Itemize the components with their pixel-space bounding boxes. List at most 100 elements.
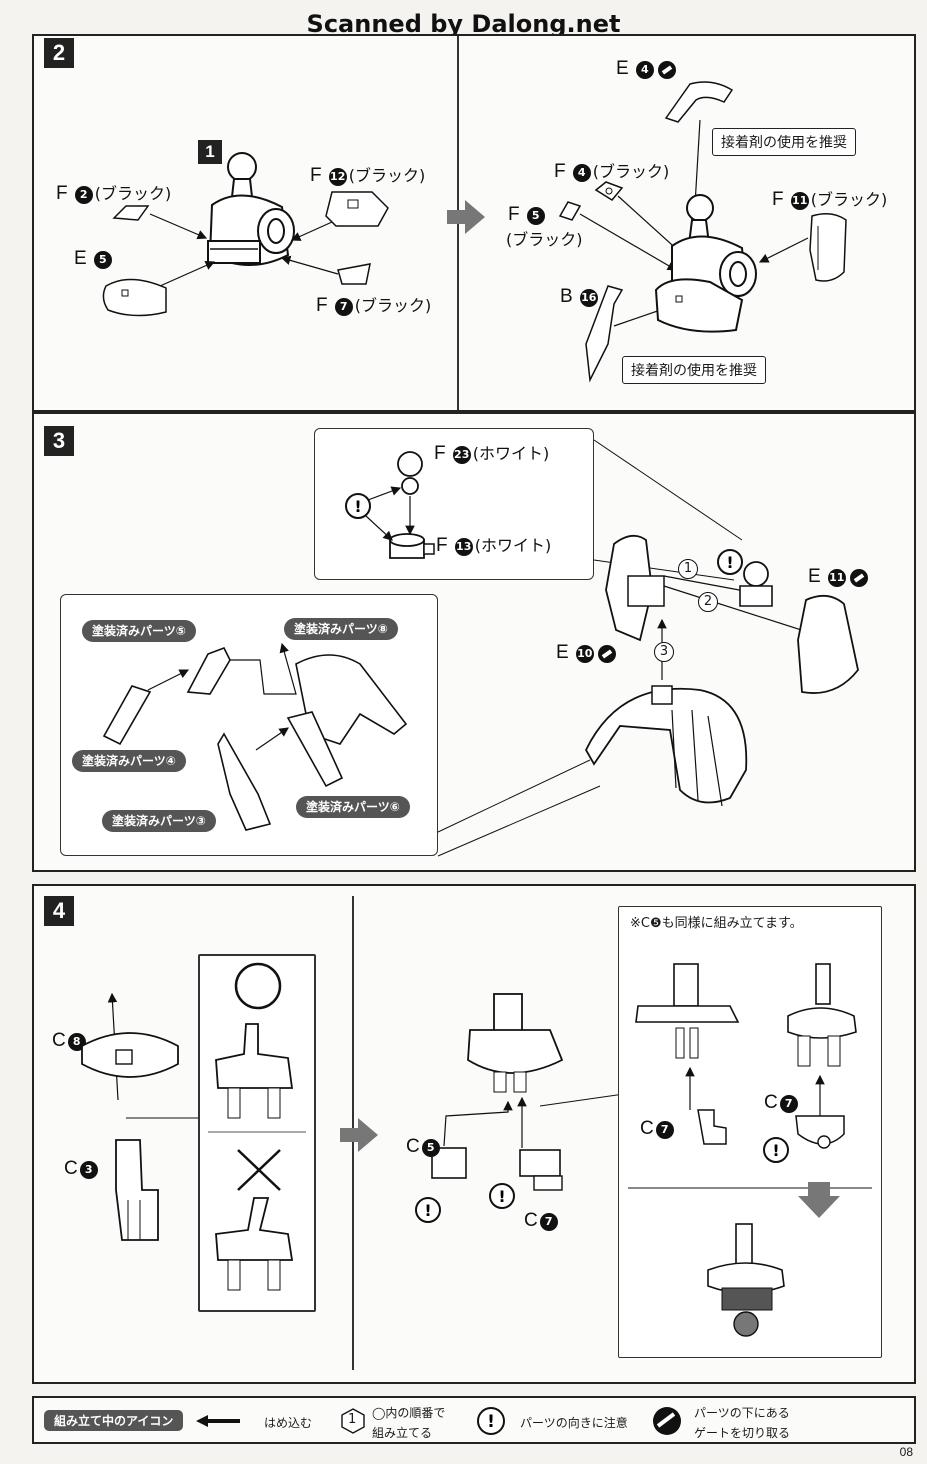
legend-heading: 組み立て中のアイコン — [44, 1410, 184, 1431]
label-f23-num: 23 — [452, 445, 471, 464]
label-f12-num: 12 — [328, 167, 347, 186]
label-e4: E 4 — [616, 58, 676, 80]
ball-joint-drawing: ! — [345, 451, 435, 559]
step-2-transition-arrow — [447, 200, 485, 234]
legend-order-icon-number: 1 — [348, 1412, 357, 1427]
label-f13: F 13(ホワイト) — [436, 532, 551, 557]
step-4-number: 4 — [44, 896, 74, 926]
crotch-assembly-drawing — [431, 993, 564, 1191]
svg-text:!: ! — [354, 497, 361, 516]
label-f4-letter: F — [554, 161, 566, 182]
step-3-number: 3 — [44, 426, 74, 456]
watermark: Scanned by Dalong.net — [306, 10, 621, 38]
base-parts-drawing — [81, 992, 179, 1241]
part-e4-drawing — [664, 81, 734, 123]
label-e10: E 10 — [556, 642, 616, 664]
label-e10-num: 10 — [575, 644, 594, 663]
label-f5-color: (ブラック) — [506, 230, 583, 249]
insert-arrow-icon — [196, 1415, 240, 1427]
label-c7b-letter: C — [640, 1118, 654, 1139]
label-c8-letter: C — [52, 1030, 66, 1051]
label-c7a-num: 7 — [539, 1212, 558, 1231]
hip-assembly-drawing: ! — [584, 534, 859, 807]
svg-text:!: ! — [772, 1141, 779, 1160]
label-f23-letter: F — [434, 443, 446, 464]
label-f7: F 7(ブラック) — [316, 292, 431, 317]
adhesive-callout-bottom: 接着剤の使用を推奨 — [622, 356, 766, 384]
label-f13-color: (ホワイト) — [474, 536, 552, 555]
caution-icon: ! — [477, 1407, 505, 1435]
page-number: 08 — [899, 1445, 913, 1459]
label-f2: F 2(ブラック) — [56, 180, 171, 205]
legend-order-line2: 組み立てる — [372, 1426, 433, 1440]
label-e5: E 5 — [74, 248, 114, 270]
label-c7a-letter: C — [524, 1210, 538, 1231]
step-4-transition-arrow — [340, 1118, 378, 1152]
variant-drawing: ! — [628, 963, 872, 1337]
label-f11-color: (ブラック) — [810, 190, 888, 209]
part-f2-drawing — [112, 205, 150, 221]
painted-part-6-badge: 塗装済みパーツ⑥ — [296, 796, 410, 818]
step-2-number: 2 — [44, 38, 74, 68]
label-f12-color: (ブラック) — [348, 166, 426, 185]
label-f13-num: 13 — [454, 537, 473, 556]
label-f13-letter: F — [436, 535, 448, 556]
label-e11-num: 11 — [827, 568, 846, 587]
label-e11: E 11 — [808, 566, 868, 588]
order-icon — [341, 1408, 365, 1434]
label-f7-num: 7 — [334, 297, 353, 316]
label-e4-num: 4 — [635, 60, 654, 79]
label-f4: F 4(ブラック) — [554, 158, 669, 183]
adhesive-callout-top: 接着剤の使用を推奨 — [712, 128, 856, 156]
legend-gate-line1: パーツの下にある — [694, 1406, 790, 1420]
painted-part-3-badge: 塗装済みパーツ③ — [102, 810, 216, 832]
painted-parts-drawing — [102, 642, 408, 831]
order-circle-3: 3 — [654, 642, 674, 662]
gate-cut-icon — [653, 1407, 681, 1435]
label-e10-letter: E — [556, 642, 569, 663]
label-f23: F 23(ホワイト) — [434, 440, 549, 465]
label-b16: B 16 — [560, 286, 600, 308]
label-f11-num: 11 — [790, 191, 809, 210]
shoulder-assembly-drawing-2 — [654, 194, 757, 333]
label-f5-num: 5 — [526, 206, 545, 225]
svg-text:!: ! — [424, 1201, 431, 1220]
label-f7-color: (ブラック) — [354, 296, 432, 315]
label-f11: F 11(ブラック) — [772, 186, 887, 211]
legend-insert-label: はめ込む — [264, 1416, 313, 1430]
part-f7-drawing — [337, 263, 371, 285]
label-f7-letter: F — [316, 295, 328, 316]
part-f12-drawing — [325, 191, 389, 227]
variant-note: ※C❺も同様に組み立てます。 — [630, 916, 803, 931]
painted-part-8-badge: 塗装済みパーツ⑧ — [284, 618, 398, 640]
part-b16-drawing — [585, 285, 624, 383]
label-c5-letter: C — [406, 1136, 420, 1157]
label-c3-num: 3 — [79, 1160, 98, 1179]
painted-part-5-badge: 塗装済みパーツ⑤ — [82, 620, 196, 642]
label-f11-letter: F — [772, 189, 784, 210]
svg-text:!: ! — [487, 1412, 495, 1432]
icon-legend: 組み立て中のアイコン はめ込む 1 ◯内の順番で 組み立てる ! パーツの向きに… — [32, 1396, 916, 1444]
part-e5-drawing — [102, 278, 167, 317]
correct-incorrect-drawing — [208, 962, 306, 1291]
label-f5: F 5 — [508, 204, 547, 226]
label-c7b-num: 7 — [655, 1120, 674, 1139]
svg-text:!: ! — [726, 553, 733, 572]
label-f12-letter: F — [310, 165, 322, 186]
caution-icons-step-4: ! ! — [415, 1183, 515, 1223]
part-1-badge: 1 — [198, 140, 222, 164]
shoulder-assembly-drawing — [207, 152, 295, 266]
label-f12: F 12(ブラック) — [310, 162, 425, 187]
legend-caution-label: パーツの向きに注意 — [520, 1416, 628, 1430]
label-c7c-letter: C — [764, 1092, 778, 1113]
label-b16-num: 16 — [579, 288, 598, 307]
painted-part-4-badge: 塗装済みパーツ④ — [72, 750, 186, 772]
label-e5-letter: E — [74, 248, 87, 269]
label-f2-letter: F — [56, 183, 68, 204]
part-f11-drawing — [809, 213, 847, 282]
